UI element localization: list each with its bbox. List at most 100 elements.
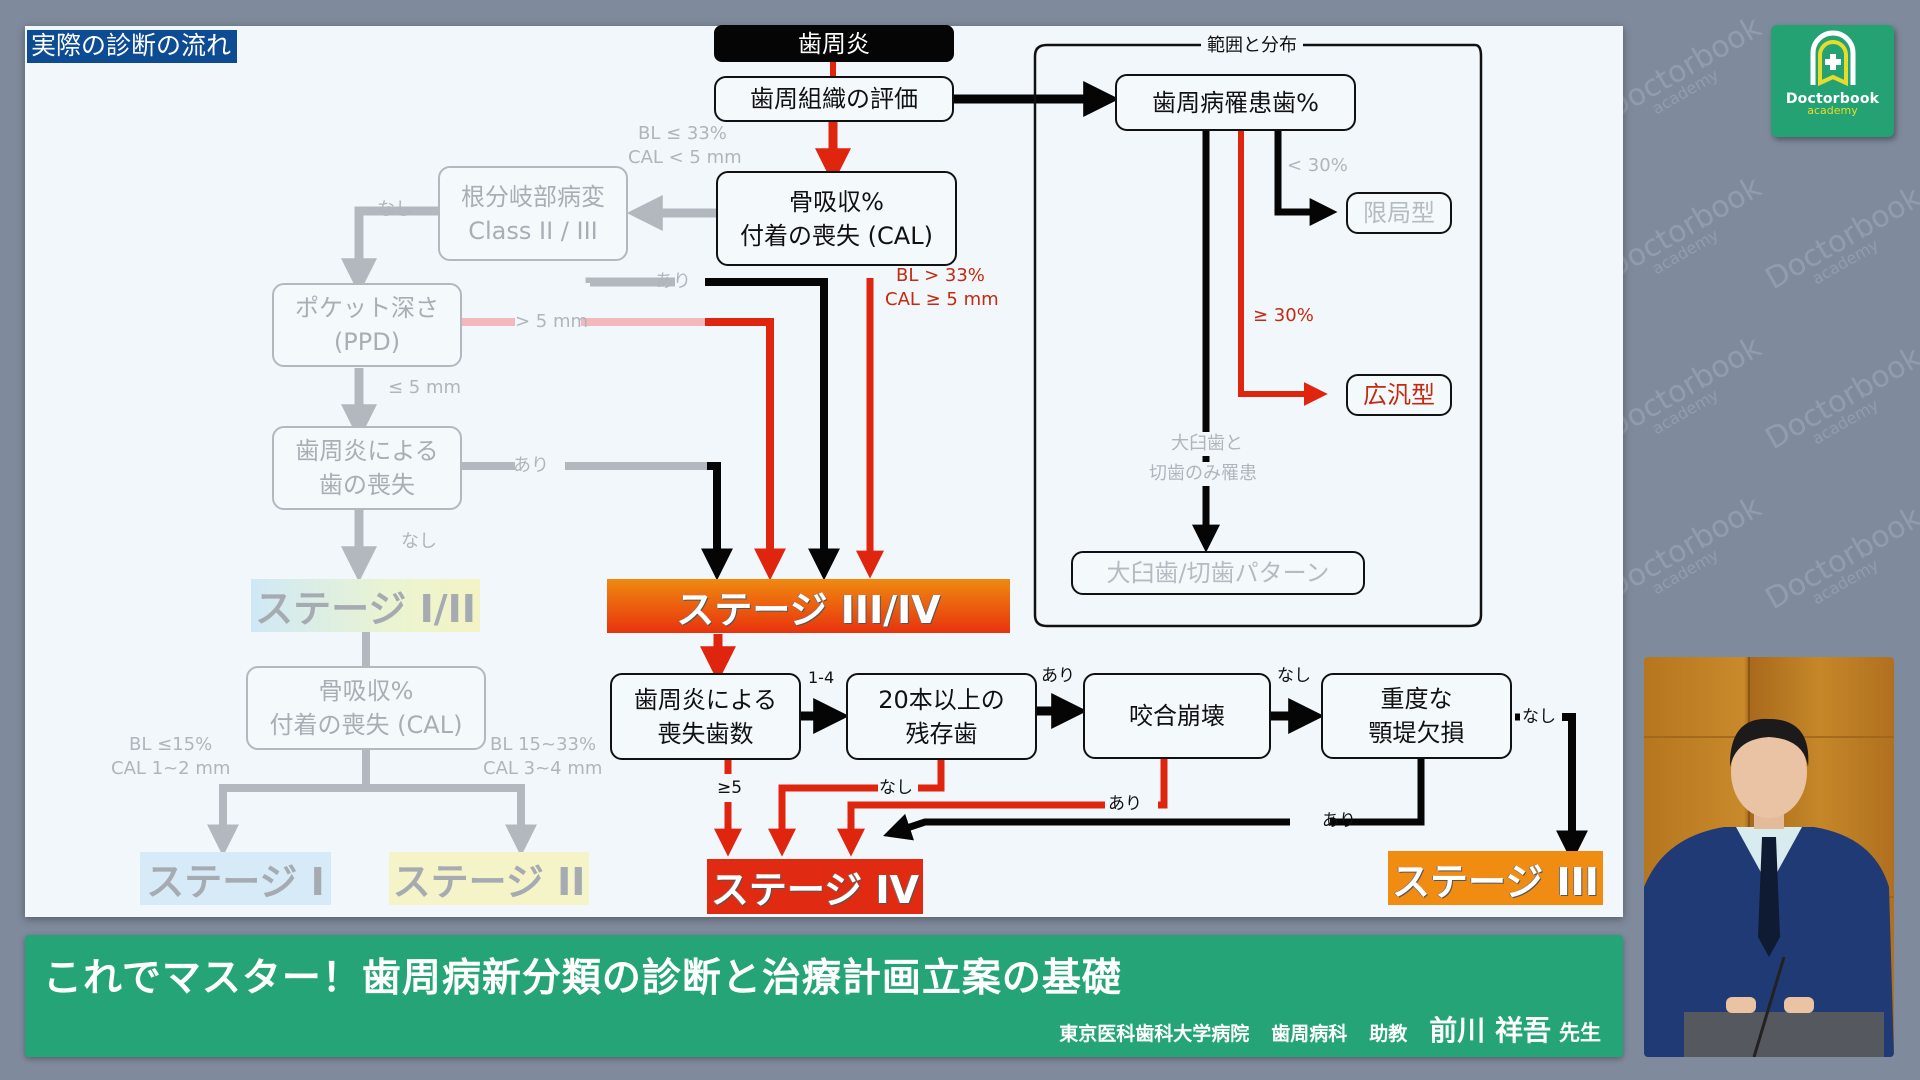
label-cal-ge5: CAL ≥ 5 mm <box>885 289 999 310</box>
speaker-name: 前川 祥吾 <box>1429 1014 1551 1047</box>
node-occlusal-collapse: 咬合崩壊 <box>1083 673 1271 759</box>
arrow-ppd-gt5 <box>705 318 786 581</box>
connector <box>1330 759 1425 826</box>
connector <box>1158 759 1168 809</box>
arrow-remaining-none <box>768 784 878 857</box>
node-periodontitis: 歯周炎 <box>714 25 954 62</box>
node-remaining-teeth: 20本以上の 残存歯 <box>846 673 1037 760</box>
lecture-title: これでマスター！歯周病新分類の診断と治療計画立案の基礎 <box>43 956 1122 1001</box>
arrow-furcation-yes <box>705 278 840 581</box>
lecture-banner: これでマスター！歯周病新分類の診断と治療計画立案の基礎 東京医科歯科大学病院 歯… <box>25 935 1623 1057</box>
speaker-figure <box>1644 657 1894 1057</box>
node-lost-teeth-count: 歯周炎による 喪失歯数 <box>610 673 801 760</box>
node-text: 歯周炎による <box>295 437 439 465</box>
node-text: 顎堤欠損 <box>1368 719 1465 747</box>
node-text: 付着の喪失 (CAL) <box>269 711 463 739</box>
node-text: 歯周病罹患歯% <box>1152 88 1319 117</box>
node-bone-loss-2: 骨吸収% 付着の喪失 (CAL) <box>246 666 486 750</box>
logo-sub: academy <box>1807 104 1858 117</box>
node-text: 歯周組織の評価 <box>750 85 918 113</box>
node-text: 歯周炎による <box>633 685 778 714</box>
label-count-ge5: ≥5 <box>717 778 743 798</box>
node-molar-incisor-pattern: 大臼歯/切歯パターン <box>1071 551 1365 595</box>
arrow-ridge-none <box>1556 713 1588 863</box>
extent-frame <box>1033 43 1483 628</box>
label-count-1-4: 1-4 <box>808 668 835 687</box>
node-ppd: ポケット深さ (PPD) <box>272 283 462 367</box>
node-text: 残存歯 <box>905 719 978 748</box>
extent-frame-label: 範囲と分布 <box>1201 31 1303 57</box>
node-text: 大臼歯/切歯パターン <box>1106 559 1330 587</box>
node-text: 歯周炎 <box>798 29 870 58</box>
node-tissue-evaluation: 歯周組織の評価 <box>714 76 954 122</box>
stage-2: ステージ II <box>389 852 589 905</box>
stage-4: ステージ IV <box>707 859 923 914</box>
node-text: Class II / III <box>468 216 598 245</box>
arrow-toothloss-yes <box>701 462 733 581</box>
node-text: 咬合崩壊 <box>1129 702 1225 730</box>
slide: 実際の診断の流れ <box>25 25 1623 917</box>
arrow-collapse-yes <box>837 801 1105 857</box>
label-remaining-none: なし <box>879 778 913 798</box>
arrow-to-stage2 <box>366 784 537 857</box>
doctorbook-logo: Doctorbook academy <box>1771 25 1894 137</box>
node-ridge-defect: 重度な 顎堤欠損 <box>1321 673 1512 759</box>
node-text: 限局型 <box>1363 199 1435 227</box>
label-ge30: ≥ 30% <box>1253 305 1314 326</box>
stage-3-4: ステージ III/IV <box>607 579 1010 633</box>
label-furcation-none: なし <box>377 199 413 220</box>
department: 歯周病科 <box>1271 1023 1348 1045</box>
node-text: 広汎型 <box>1363 381 1435 409</box>
label-lt30: < 30% <box>1287 155 1348 176</box>
honorific: 先生 <box>1559 1021 1601 1045</box>
label-cal-3-4: CAL 3~4 mm <box>483 758 603 779</box>
arch-cross-icon <box>1810 30 1855 87</box>
node-text: ポケット深さ <box>295 294 439 322</box>
flowchart-connectors <box>207 43 1588 863</box>
node-text: 根分岐部病変 <box>461 182 605 211</box>
node-text: 20本以上の <box>878 685 1005 714</box>
label-molar-incisor-line1: 大臼歯と <box>1167 432 1247 456</box>
label-bl-gt33: BL > 33% <box>896 265 985 286</box>
label-bl-le33: BL ≤ 33% <box>638 123 727 144</box>
hospital: 東京医科歯科大学病院 <box>1059 1023 1250 1045</box>
arrow-furcation-none <box>341 206 438 295</box>
label-ppd-le5: ≤ 5 mm <box>388 377 462 398</box>
arrow-lt30 <box>1274 131 1338 226</box>
label-ridge-yes: あり <box>1322 811 1356 831</box>
label-remaining-yes: あり <box>1041 666 1075 686</box>
node-generalized: 広汎型 <box>1346 374 1452 416</box>
node-bone-loss: 骨吸収% 付着の喪失 (CAL) <box>716 171 957 266</box>
connector <box>918 760 945 792</box>
node-text: 付着の喪失 (CAL) <box>740 221 933 250</box>
node-text: 歯の喪失 <box>319 471 415 499</box>
stage-1: ステージ I <box>140 852 331 905</box>
arrow-to-stage1 <box>207 784 366 857</box>
label-toothloss-none: なし <box>401 531 437 552</box>
label-ppd-gt5: > 5 mm <box>515 311 589 332</box>
node-text: 喪失歯数 <box>657 719 754 748</box>
arrow-ridge-yes <box>883 813 1290 841</box>
label-collapse-none: なし <box>1277 666 1311 686</box>
label-toothloss-yes: あり <box>513 455 549 476</box>
slide-title: 実際の診断の流れ <box>27 30 238 63</box>
label-furcation-yes: あり <box>655 271 691 292</box>
node-localized: 限局型 <box>1346 192 1452 234</box>
node-text: 骨吸収% <box>318 677 414 705</box>
stage-1-2: ステージ I/II <box>251 579 480 632</box>
node-tooth-loss: 歯周炎による 歯の喪失 <box>272 426 462 510</box>
logo-name: Doctorbook <box>1785 91 1880 107</box>
arrow-ge30 <box>1238 131 1328 406</box>
speaker-affiliation: 東京医科歯科大学病院 歯周病科 助教 前川 祥吾 先生 <box>1059 1009 1601 1049</box>
label-bl-15-33: BL 15~33% <box>490 734 597 755</box>
label-bl-le15: BL ≤15% <box>129 734 213 755</box>
node-text: 重度な <box>1380 685 1453 713</box>
label-ridge-none: なし <box>1522 707 1556 727</box>
